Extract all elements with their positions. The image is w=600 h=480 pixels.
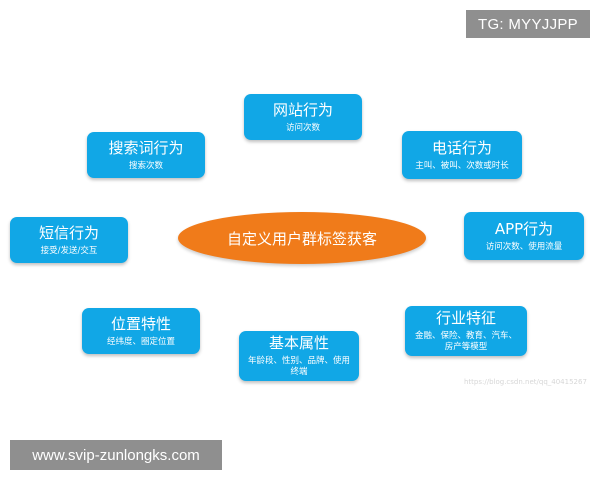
node-sms-behavior: 短信行为 接受/发送/交互 [10, 217, 128, 263]
node-search-behavior: 搜索词行为 搜索次数 [87, 132, 205, 178]
node-subtitle: 金融、保险、教育、汽车、房产等模型 [414, 331, 517, 352]
faint-url-watermark: https://blog.csdn.net/qq_40415267 [464, 378, 587, 386]
node-title: 位置特性 [110, 314, 171, 333]
node-title: 搜索词行为 [108, 138, 184, 157]
node-website-behavior: 网站行为 访问次数 [244, 94, 362, 140]
node-title: 网站行为 [272, 100, 333, 119]
node-title: 基本属性 [268, 334, 329, 352]
node-industry-feature: 行业特征 金融、保险、教育、汽车、房产等模型 [405, 306, 527, 356]
node-title: 电话行为 [431, 138, 492, 157]
node-subtitle: 主叫、被叫、次数或时长 [415, 160, 509, 171]
watermark-tag-top: TG: MYYJJPP [466, 10, 590, 38]
node-basic-attributes: 基本属性 年龄段、性别、品牌、使用终端 [239, 331, 359, 381]
node-subtitle: 年龄段、性别、品牌、使用终端 [247, 356, 350, 377]
node-subtitle: 经纬度、圈定位置 [106, 336, 175, 347]
node-phone-behavior: 电话行为 主叫、被叫、次数或时长 [402, 131, 522, 179]
node-subtitle: 接受/发送/交互 [40, 245, 98, 256]
center-label: 自定义用户群标签获客 [226, 229, 377, 248]
node-title: 行业特征 [435, 309, 496, 327]
node-title: 短信行为 [38, 223, 99, 242]
node-subtitle: 访问次数 [285, 122, 320, 133]
node-subtitle: 访问次数、使用流量 [485, 241, 563, 252]
node-app-behavior: APP行为 访问次数、使用流量 [464, 212, 584, 260]
center-ellipse: 自定义用户群标签获客 [178, 212, 426, 264]
node-subtitle: 搜索次数 [128, 160, 163, 171]
watermark-tag-bottom: www.svip-zunlongks.com [10, 440, 222, 470]
node-location-feature: 位置特性 经纬度、圈定位置 [82, 308, 200, 354]
node-title: APP行为 [494, 219, 554, 238]
